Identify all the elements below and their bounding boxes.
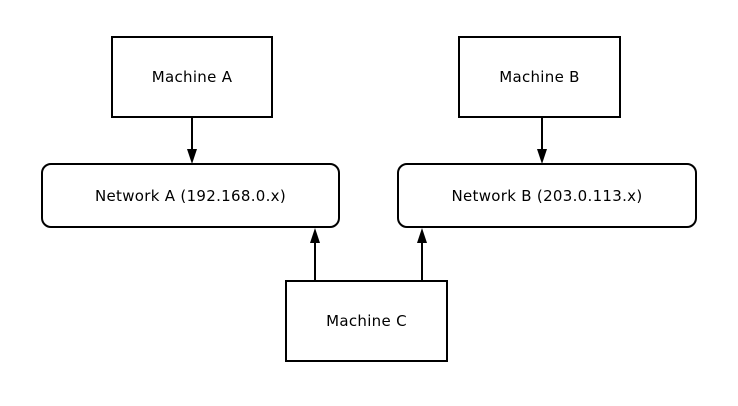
node-machine-a-label: Machine A [151, 68, 233, 86]
arrow-machine-c-to-network-a [310, 228, 320, 280]
node-machine-b: Machine B [458, 36, 621, 118]
node-network-b: Network B (203.0.113.x) [397, 163, 697, 228]
arrow-machine-b-to-network-b [537, 118, 547, 164]
node-network-b-label: Network B (203.0.113.x) [451, 186, 643, 205]
node-network-a: Network A (192.168.0.x) [41, 163, 340, 228]
arrow-machine-a-to-network-a [187, 118, 197, 164]
arrow-machine-c-to-network-b [417, 228, 427, 280]
node-network-a-label: Network A (192.168.0.x) [94, 186, 287, 205]
node-machine-c-label: Machine C [326, 312, 407, 330]
node-machine-b-label: Machine B [499, 68, 580, 86]
node-machine-a: Machine A [111, 36, 273, 118]
node-machine-c: Machine C [285, 280, 448, 362]
